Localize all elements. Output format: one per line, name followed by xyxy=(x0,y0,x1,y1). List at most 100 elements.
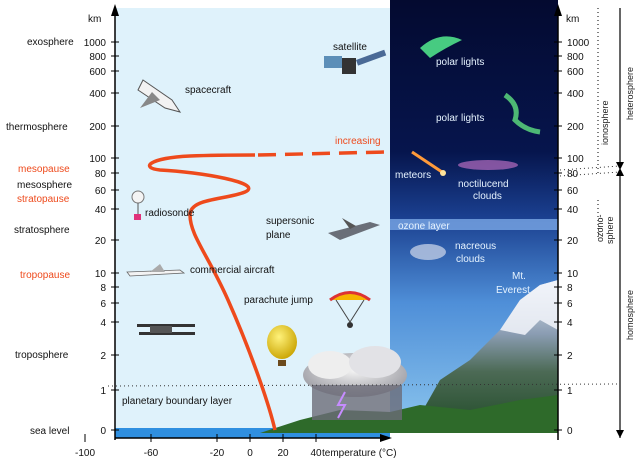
left-altitude-tick-label: 40 xyxy=(95,205,107,216)
spacecraft-icon xyxy=(137,79,182,113)
label-ozone-layer: ozone layer xyxy=(398,221,450,232)
left-altitude-tick-label: 200 xyxy=(89,122,106,133)
polar-lights-icon-2 xyxy=(503,92,541,135)
temperature-ticks: -100 -60 -20 0 20 40 xyxy=(75,434,322,459)
right-axis-arrow xyxy=(554,4,562,16)
commercial-aircraft-icon xyxy=(126,264,186,277)
sea-water xyxy=(115,428,390,438)
nacreous-clouds-icon xyxy=(410,244,446,260)
right-altitude-tick-label: 8 xyxy=(567,283,573,294)
parachute-icon xyxy=(329,291,371,328)
right-altitude-tick-label: 600 xyxy=(567,67,584,78)
left-axis-arrow xyxy=(111,4,119,16)
right-altitude-tick-label: 0 xyxy=(567,426,573,437)
right-altitude-tick-label: 10 xyxy=(567,269,579,280)
label-noctilucent-1: noctilucend xyxy=(458,179,509,190)
temperature-tick-label: 20 xyxy=(277,448,289,459)
left-altitude-tick-label: 800 xyxy=(89,52,106,63)
right-altitude-tick-label: 1 xyxy=(567,386,573,397)
label-stratopause: stratopause xyxy=(17,194,70,205)
left-altitude-tick-label: 4 xyxy=(100,318,106,329)
right-unit-label: km xyxy=(566,14,579,25)
left-altitude-tick-label: 20 xyxy=(95,236,107,247)
temperature-tick-label: 40 xyxy=(310,448,322,459)
label-nacreous-1: nacreous xyxy=(455,241,496,252)
label-homosphere: homosphere xyxy=(625,290,635,340)
biplane-icon xyxy=(137,324,195,335)
label-mesopause: mesopause xyxy=(18,164,70,175)
left-altitude-tick-label: 100 xyxy=(89,154,106,165)
polar-lights-icon xyxy=(420,36,462,58)
noctilucent-clouds-icon xyxy=(458,160,518,170)
left-altitude-tick-label: 1000 xyxy=(84,38,107,49)
snow-cap xyxy=(500,280,558,335)
label-everest-1: Mt. xyxy=(512,271,526,282)
label-commercial-aircraft: commercial aircraft xyxy=(190,265,275,276)
forest-ground xyxy=(260,395,558,433)
left-altitude-tick-label: 600 xyxy=(89,67,106,78)
left-altitude-tick-label: 2 xyxy=(100,351,106,362)
label-plane: plane xyxy=(266,230,291,241)
hot-air-balloon-icon xyxy=(267,325,297,366)
label-supersonic: supersonic xyxy=(266,216,314,227)
label-parachute-jump: parachute jump xyxy=(244,295,313,306)
label-mesosphere: mesosphere xyxy=(17,180,72,191)
lightning-icon xyxy=(336,391,347,419)
label-tropopause: tropopause xyxy=(20,270,70,281)
right-altitude-tick-label: 60 xyxy=(567,186,579,197)
meteor-icon xyxy=(411,150,443,174)
temperature-tick-label: -20 xyxy=(210,448,225,459)
temperature-axis-label: temperature (°C) xyxy=(322,448,397,459)
left-altitude-tick-label: 80 xyxy=(95,169,107,180)
label-ozonosphere-2: sphere xyxy=(605,216,615,244)
temperature-curve-dashed xyxy=(257,150,386,157)
left-altitude-tick-label: 0 xyxy=(100,426,106,437)
label-polar-lights-2: polar lights xyxy=(436,113,484,124)
label-stratosphere: stratosphere xyxy=(14,225,70,236)
left-altitude-tick-label: 60 xyxy=(95,186,107,197)
left-unit-label: km xyxy=(88,14,101,25)
right-altitude-tick-label: 2 xyxy=(567,351,573,362)
label-sea-level: sea level xyxy=(30,426,69,437)
right-altitude-tick-label: 400 xyxy=(567,89,584,100)
label-increasing: increasing xyxy=(335,136,381,147)
supersonic-plane-icon xyxy=(328,218,380,240)
left-altitude-tick-label: 10 xyxy=(95,269,107,280)
temperature-axis-arrow xyxy=(380,434,392,442)
right-altitude-tick-label: 100 xyxy=(567,154,584,165)
pbl-line xyxy=(107,383,621,387)
label-polar-lights-1: polar lights xyxy=(436,57,484,68)
ozone-layer-band xyxy=(390,219,558,230)
satellite-icon xyxy=(324,49,387,74)
label-pbl: planetary boundary layer xyxy=(122,396,233,407)
label-radiosonde: radiosonde xyxy=(145,208,195,219)
right-altitude-tick-label: 80 xyxy=(567,169,579,180)
temperature-tick-label: 0 xyxy=(247,448,253,459)
label-satellite: satellite xyxy=(333,42,367,53)
label-ozonosphere-1: ozono- xyxy=(595,214,605,242)
left-altitude-tick-label: 6 xyxy=(100,299,106,310)
thunderstorm-cloud xyxy=(303,346,407,420)
temperature-tick-label: -60 xyxy=(144,448,159,459)
temperature-tick-label: -100 xyxy=(75,448,95,459)
right-altitude-tick-label: 1000 xyxy=(567,38,590,49)
label-thermosphere: thermosphere xyxy=(6,122,68,133)
left-altitude-tick-label: 8 xyxy=(100,283,106,294)
left-altitude-tick-label: 1 xyxy=(100,386,106,397)
right-altitude-tick-label: 6 xyxy=(567,299,573,310)
right-altitude-tick-label: 20 xyxy=(567,236,579,247)
radiosonde-icon xyxy=(131,190,145,220)
right-altitude-tick-label: 200 xyxy=(567,122,584,133)
label-noctilucent-2: clouds xyxy=(473,191,502,202)
label-everest-2: Everest xyxy=(496,285,530,296)
label-ionosphere: ionosphere xyxy=(600,100,610,145)
right-altitude-tick-label: 800 xyxy=(567,52,584,63)
label-exosphere: exosphere xyxy=(27,37,74,48)
label-spacecraft: spacecraft xyxy=(185,85,231,96)
right-altitude-tick-label: 4 xyxy=(567,318,573,329)
temperature-curve xyxy=(147,153,277,431)
